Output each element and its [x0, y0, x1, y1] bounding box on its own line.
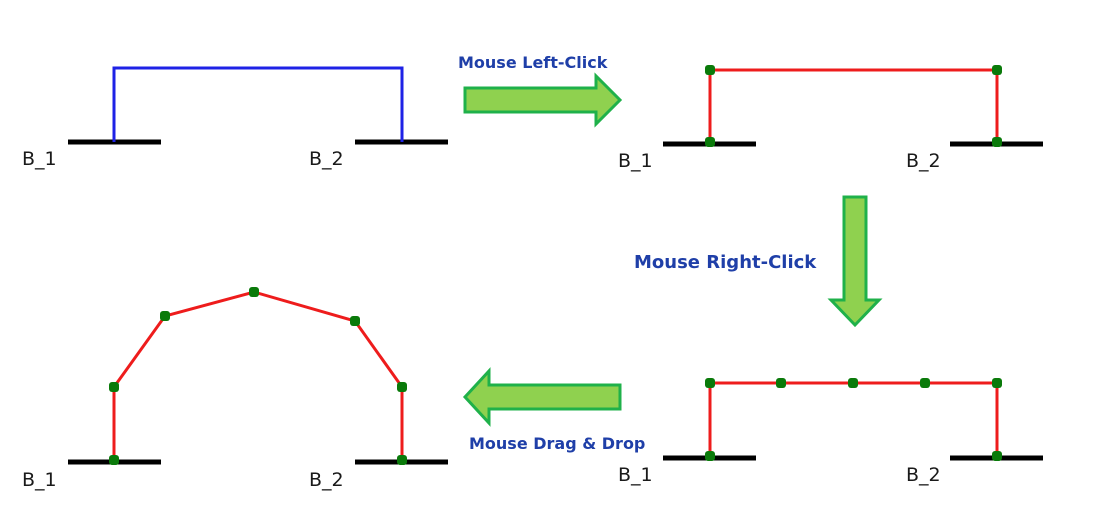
wire-node-handle[interactable] [776, 378, 786, 388]
wire-red-selected[interactable] [708, 68, 999, 142]
wire-node-handle[interactable] [705, 65, 715, 75]
bus-label-b2: B_2 [906, 150, 941, 172]
wire-node-handle[interactable] [848, 378, 858, 388]
wire-blue[interactable] [112, 66, 404, 142]
bus-label-b1: B_1 [618, 150, 653, 172]
step-label-left-click: Mouse Left-Click [458, 53, 608, 72]
wire-node-handle[interactable] [109, 455, 119, 465]
bus-label-b1: B_1 [22, 469, 57, 491]
wire-nodes [109, 287, 407, 465]
wire-node-handle[interactable] [920, 378, 930, 388]
wire-node-handle[interactable] [992, 451, 1002, 461]
panel-initial: B_1 B_2 [22, 66, 448, 170]
wire-node-handle[interactable] [992, 137, 1002, 147]
wire-node-handle[interactable] [397, 382, 407, 392]
wire-node-handle[interactable] [992, 378, 1002, 388]
wire-nodes [705, 65, 1002, 147]
wire-red-subdivided[interactable] [708, 381, 999, 456]
panel-selected: B_1 B_2 [618, 65, 1043, 172]
bus-label-b1: B_1 [22, 148, 57, 170]
step-label-drag-drop: Mouse Drag & Drop [469, 434, 645, 453]
panel-dragged: B_1 B_2 [22, 287, 448, 491]
step-label-right-click: Mouse Right-Click [634, 252, 817, 273]
wire-node-handle[interactable] [992, 65, 1002, 75]
arrow-down-icon [827, 195, 883, 328]
wire-node-handle[interactable] [705, 451, 715, 461]
wire-node-handle[interactable] [397, 455, 407, 465]
bus-label-b2: B_2 [309, 148, 344, 170]
panel-subdivided: B_1 B_2 [618, 378, 1043, 486]
bus-label-b2: B_2 [309, 469, 344, 491]
bus-label-b1: B_1 [618, 464, 653, 486]
bus-label-b2: B_2 [906, 464, 941, 486]
wire-node-handle[interactable] [350, 316, 360, 326]
arrow-right-icon [463, 72, 623, 128]
arrow-left-icon [462, 367, 622, 427]
wire-node-handle[interactable] [160, 311, 170, 321]
wire-nodes [705, 378, 1002, 461]
wire-node-handle[interactable] [249, 287, 259, 297]
wire-node-handle[interactable] [109, 382, 119, 392]
wire-node-handle[interactable] [705, 137, 715, 147]
wire-node-handle[interactable] [705, 378, 715, 388]
